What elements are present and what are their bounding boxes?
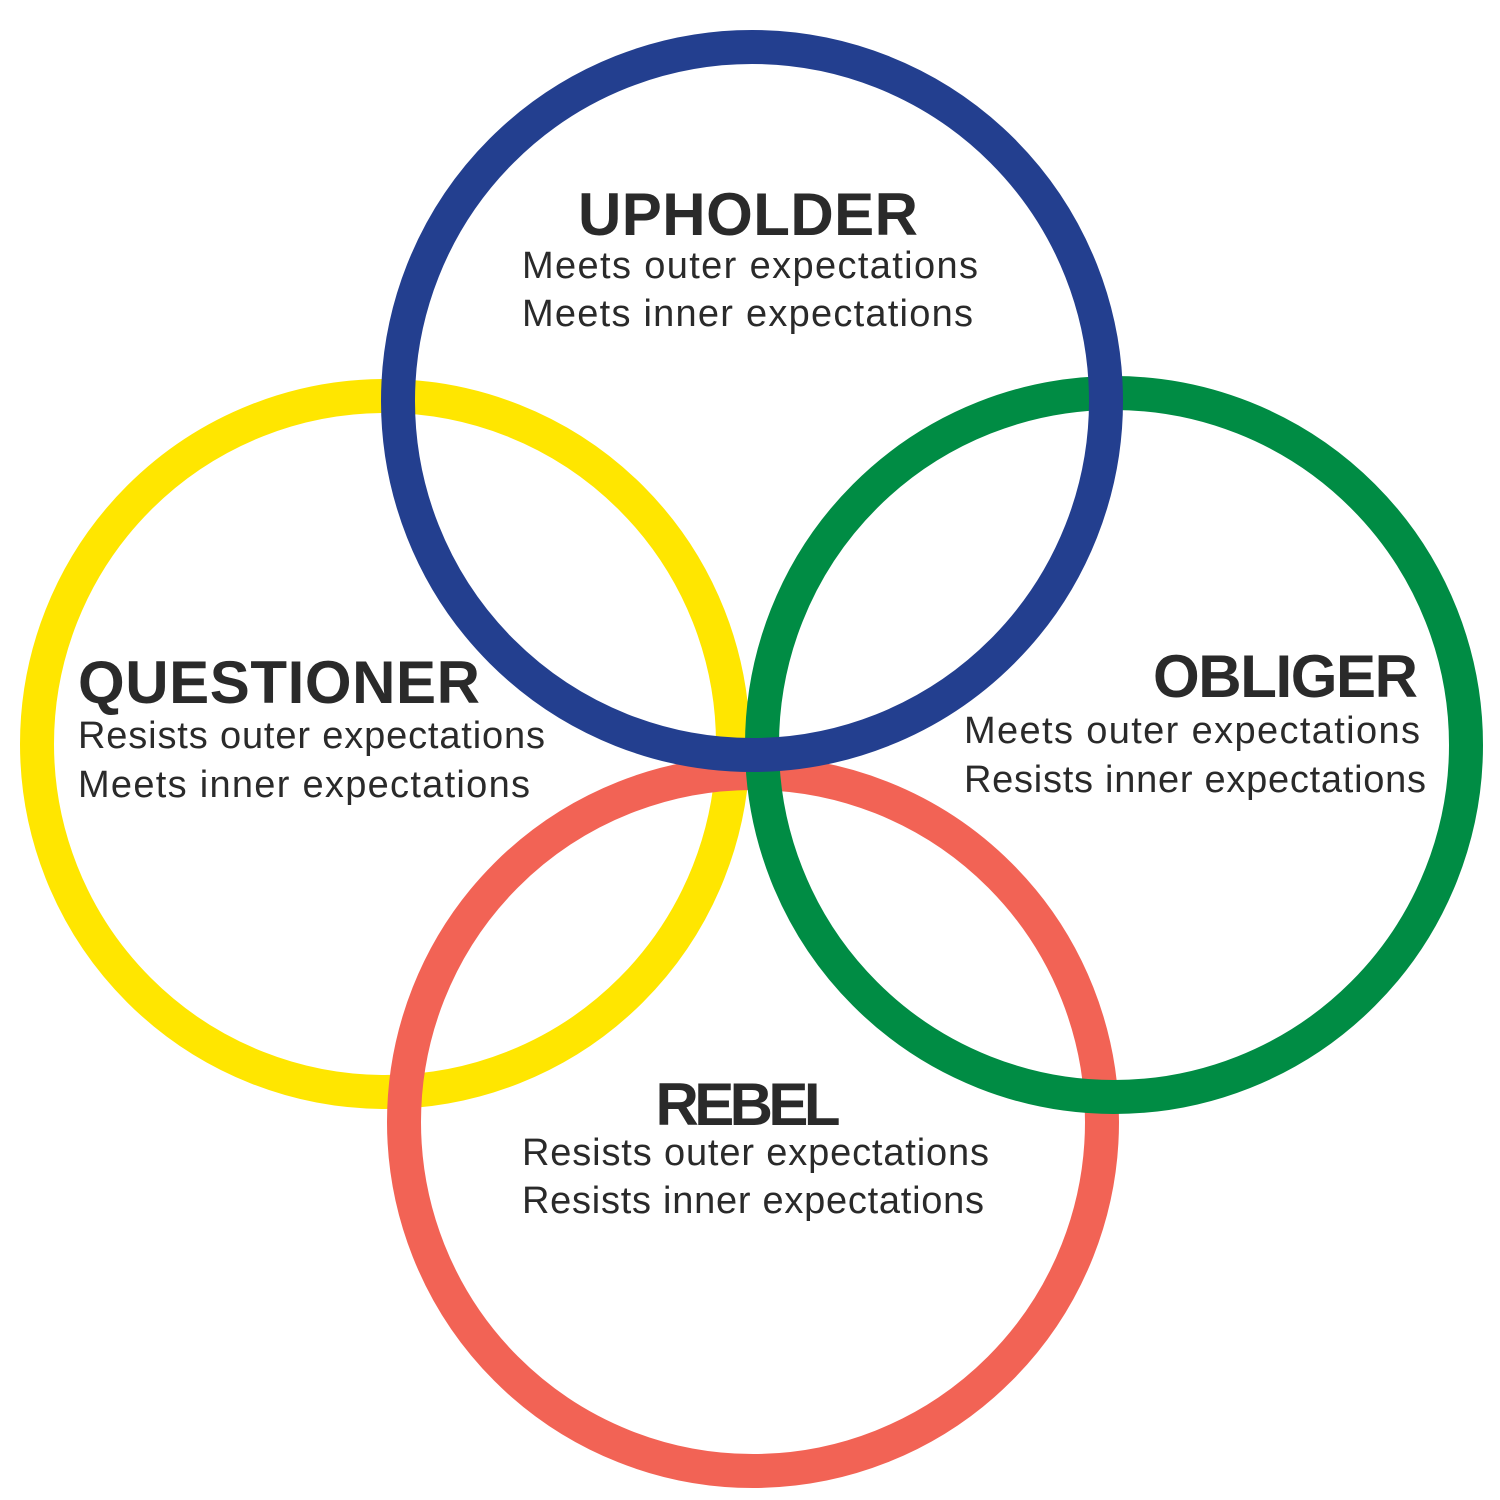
rebel-line1: Resists outer expectations (522, 1132, 989, 1174)
rebel-label: REBEL Resists outer expectations Resists… (522, 1071, 989, 1222)
upholder-line1: Meets outer expectations (522, 245, 978, 287)
upholder-title: UPHOLDER (578, 181, 918, 248)
rebel-line2: Resists inner expectations (522, 1180, 984, 1222)
questioner-label: QUESTIONER Resists outer expectations Me… (78, 649, 545, 806)
upholder-label: UPHOLDER Meets outer expectations Meets … (522, 181, 978, 335)
obliger-label: OBLIGER Meets outer expectations Resists… (964, 643, 1426, 801)
questioner-line2: Meets inner expectations (78, 764, 530, 806)
rebel-title: REBEL (656, 1071, 841, 1138)
obliger-title: OBLIGER (1153, 643, 1418, 710)
upholder-line2: Meets inner expectations (522, 293, 973, 335)
upholder-circle (381, 30, 1123, 772)
questioner-title: QUESTIONER (78, 649, 480, 716)
questioner-line1: Resists outer expectations (78, 715, 545, 757)
obliger-line1: Meets outer expectations (964, 710, 1420, 752)
obliger-line2: Resists inner expectations (964, 759, 1426, 801)
